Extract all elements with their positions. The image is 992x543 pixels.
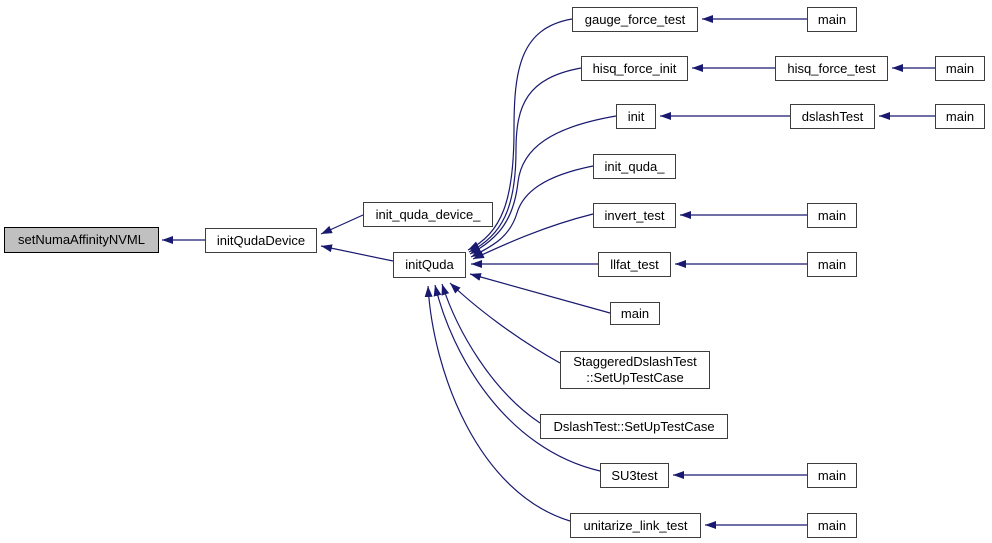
node-unitarize_link_test[interactable]: unitarize_link_test [570,513,701,538]
edge-invert_test-to-initQuda [472,213,594,260]
node-main-6[interactable]: main [610,302,660,325]
edge-main_6-to-initQuda [469,273,611,314]
node-initQuda[interactable]: initQuda [393,252,466,278]
node-setNumaAffinityNVML: setNumaAffinityNVML [4,227,159,253]
edge-unitarize_link_test-to-initQuda [424,285,571,522]
node-hisq_force_init[interactable]: hisq_force_init [581,56,688,81]
node-StaggeredDslashTest-SetUpTestCase[interactable]: StaggeredDslashTest ::SetUpTestCase [560,351,710,389]
node-main-3[interactable]: main [935,104,985,129]
edge-DslashTest_SetUpTestCase-to-initQuda [441,283,541,424]
node-main-8[interactable]: main [807,513,857,538]
edge-StaggeredDslashTest_SetUpTestCase-to-initQuda [449,282,561,364]
node-init[interactable]: init [616,104,656,129]
edge-hisq_force_init-to-initQuda [468,67,582,253]
node-initQudaDevice[interactable]: initQudaDevice [205,228,317,253]
node-llfat_test[interactable]: llfat_test [598,252,671,277]
edge-SU3test-to-initQuda [433,284,601,472]
node-invert_test[interactable]: invert_test [593,203,676,228]
edge-init-to-initQuda [469,115,617,255]
node-init_quda_device_[interactable]: init_quda_device_ [363,202,493,227]
node-main-4[interactable]: main [807,203,857,228]
node-gauge_force_test[interactable]: gauge_force_test [572,7,698,32]
edge-gauge_force_test-to-initQuda [467,18,573,251]
edge-init_quda_device_-to-initQudaDevice [320,214,364,235]
node-main-2[interactable]: main [935,56,985,81]
node-main-7[interactable]: main [807,463,857,488]
node-main-1[interactable]: main [807,7,857,32]
node-dslashTest[interactable]: dslashTest [790,104,875,129]
edge-initQuda-to-initQudaDevice [320,244,394,262]
node-init_quda_[interactable]: init_quda_ [593,154,676,179]
node-SU3test[interactable]: SU3test [600,463,669,488]
node-main-5[interactable]: main [807,252,857,277]
node-DslashTest-SetUpTestCase[interactable]: DslashTest::SetUpTestCase [540,414,728,439]
node-hisq_force_test[interactable]: hisq_force_test [775,56,888,81]
edge-init_quda_-to-initQuda [470,165,594,258]
